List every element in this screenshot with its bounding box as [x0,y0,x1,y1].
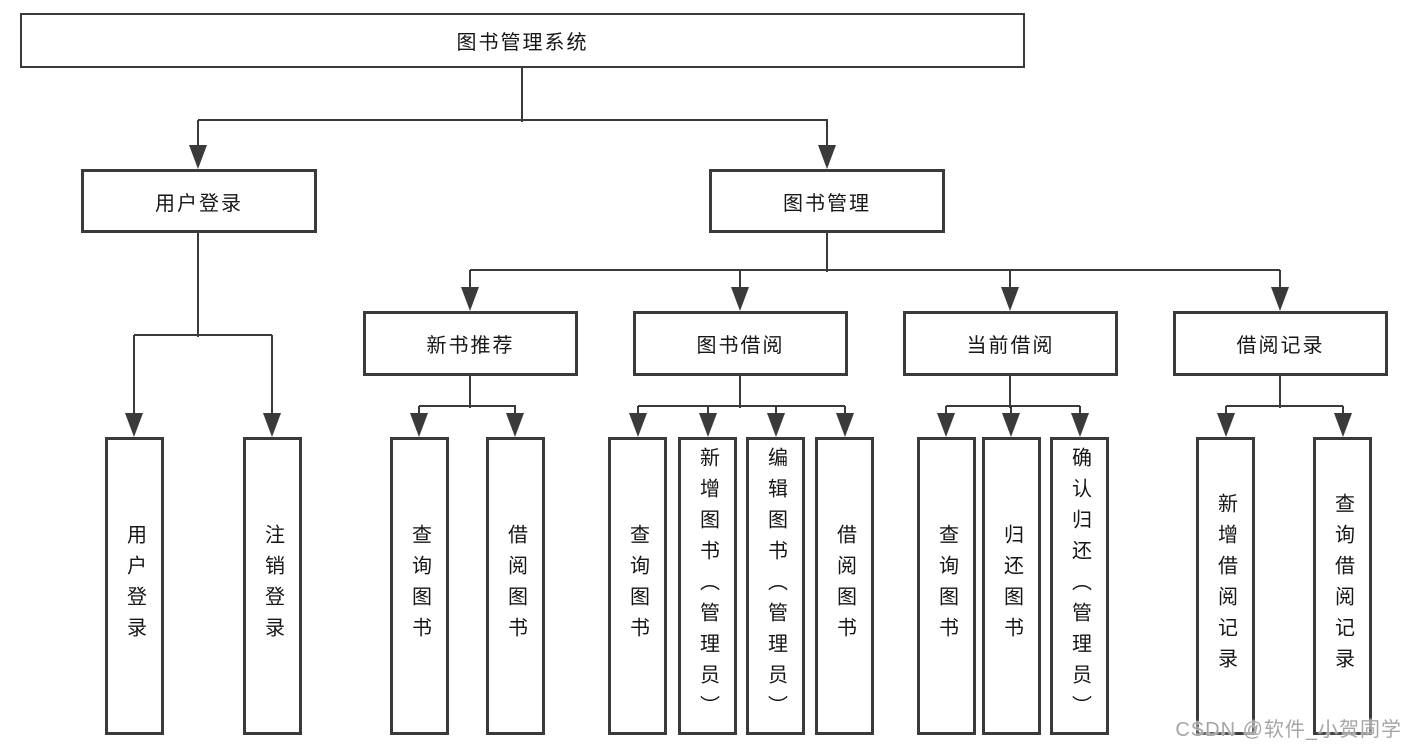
arrow-down-icon [461,287,479,311]
node-query-books-borrow: 查询图书 [608,437,667,735]
arrow-down-icon [629,413,647,437]
node-new-book-recommend: 新书推荐 [363,311,578,376]
node-query-borrow-record: 查询借阅记录 [1313,437,1372,735]
node-label: 注销登录 [261,524,284,648]
arrow-down-icon [189,145,207,169]
node-label: 编辑图书（管理员） [764,446,787,726]
node-label: 当前借阅 [966,335,1055,357]
node-borrow-records: 借阅记录 [1173,311,1388,376]
connector-line [1079,406,1081,415]
connector-line [707,406,709,415]
node-return-book: 归还图书 [982,437,1041,735]
node-borrow-books-leaf: 借阅图书 [815,437,874,735]
connector-line [637,406,639,415]
connector-line [1225,406,1227,415]
arrow-down-icon [937,413,955,437]
node-label: 新书推荐 [426,335,515,357]
node-label: 图书借阅 [696,335,785,357]
node-label: 借阅图书 [833,524,856,648]
connector-line [419,405,516,407]
connector-line [638,405,845,407]
node-add-book-admin: 新增图书（管理员） [678,437,737,735]
node-label: 新增图书（管理员） [696,446,719,726]
connector-line [775,406,777,415]
arrow-down-icon [1002,413,1020,437]
node-label: 查询图书 [935,524,958,648]
node-label: 借阅记录 [1236,335,1325,357]
connector-line [1010,406,1012,415]
node-library-system: 图书管理系统 [20,13,1025,68]
watermark: CSDN @软件_小贺同学 [1175,719,1402,741]
connector-line [844,406,846,415]
node-label: 用户登录 [155,192,243,215]
connector-line [514,406,516,415]
node-label: 归还图书 [1000,524,1023,648]
node-borrow-books-recommend: 借阅图书 [486,437,545,735]
node-label: 确认归还（管理员） [1068,446,1091,726]
node-confirm-return-admin: 确认归还（管理员） [1050,437,1109,735]
connector-line [134,334,272,336]
connector-line [945,406,947,415]
node-label: 查询图书 [626,524,649,648]
arrow-down-icon [1071,413,1089,437]
arrow-down-icon [836,413,854,437]
node-label: 借阅图书 [504,524,527,648]
node-current-borrow: 当前借阅 [903,311,1118,376]
connector-line [197,120,199,147]
node-query-books-current: 查询图书 [917,437,976,735]
connector-line [197,233,199,337]
connector-line [271,335,273,415]
connector-line [1279,270,1281,289]
connector-line [1009,270,1011,289]
node-edit-book-admin: 编辑图书（管理员） [746,437,805,735]
arrow-down-icon [818,145,836,169]
arrow-down-icon [1217,413,1235,437]
connector-line [826,233,828,272]
node-label: 查询图书 [408,524,431,648]
arrow-down-icon [506,413,524,437]
connector-line [469,270,471,289]
arrow-down-icon [263,413,281,437]
arrow-down-icon [767,413,785,437]
connector-line [133,335,135,415]
node-book-management: 图书管理 [709,169,945,233]
connector-line [946,405,1080,407]
connector-line [521,68,523,122]
connector-line [739,270,741,289]
connector-line [1226,405,1343,407]
arrow-down-icon [125,413,143,437]
node-add-borrow-record: 新增借阅记录 [1196,437,1255,735]
connector-line [826,120,828,147]
arrow-down-icon [410,413,428,437]
connector-line [470,269,1280,271]
node-label: 用户登录 [123,524,146,648]
node-user-login: 用户登录 [81,169,317,233]
node-logout-login: 注销登录 [243,437,302,735]
connector-line [198,119,828,121]
node-label: 查询借阅记录 [1331,493,1354,679]
connector-line [418,406,420,415]
connector-line [469,376,471,408]
node-book-borrow: 图书借阅 [633,311,848,376]
node-user-login-leaf: 用户登录 [105,437,164,735]
connector-line [1342,406,1344,415]
connector-line [1279,376,1281,408]
connector-line [739,376,741,408]
connector-line [1009,376,1011,408]
arrow-down-icon [1334,413,1352,437]
arrow-down-icon [1271,287,1289,311]
arrow-down-icon [699,413,717,437]
node-query-books-recommend: 查询图书 [390,437,449,735]
arrow-down-icon [731,287,749,311]
node-label: 图书管理系统 [456,32,589,54]
node-label: 新增借阅记录 [1214,493,1237,679]
arrow-down-icon [1001,287,1019,311]
node-label: 图书管理 [783,192,871,215]
